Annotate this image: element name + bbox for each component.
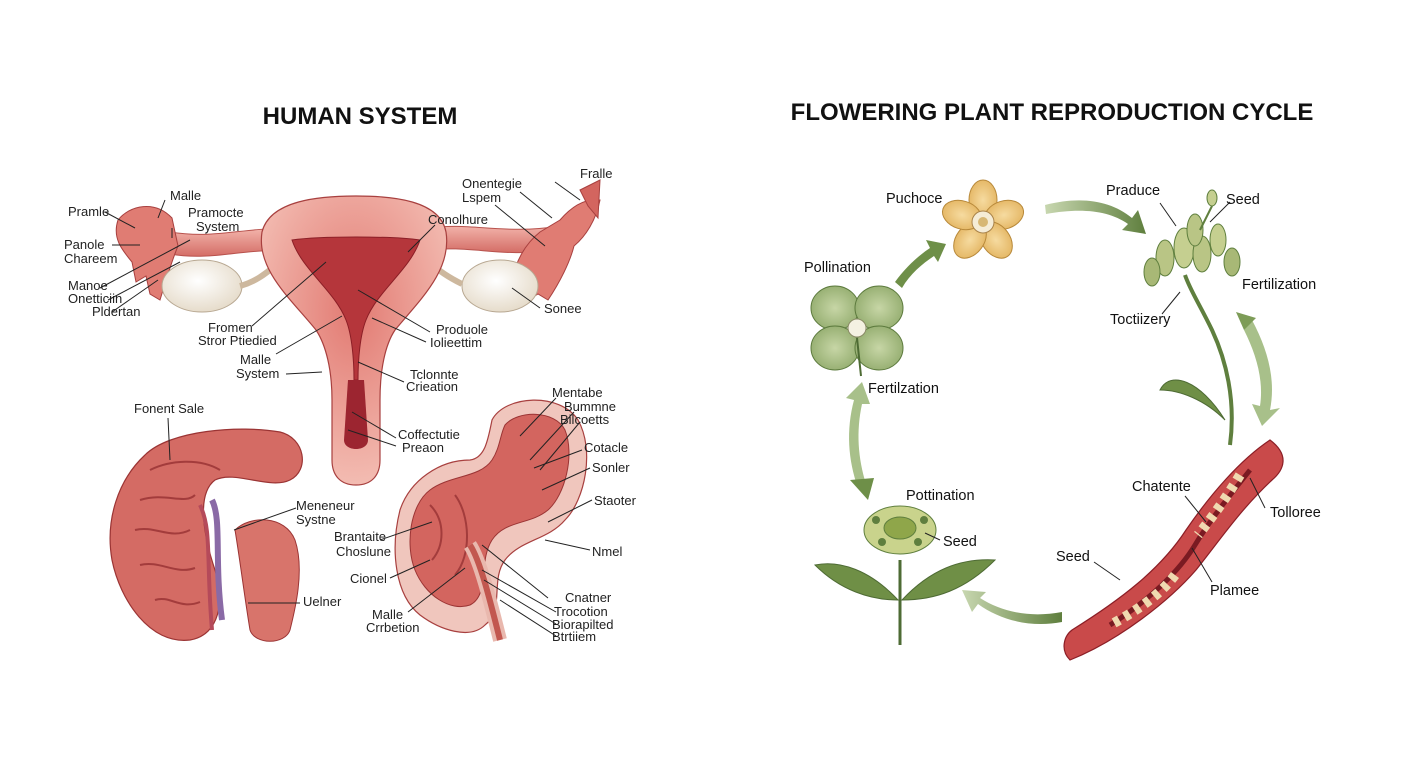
label-malle-system-line2: System: [236, 366, 279, 381]
label-fralle: Fralle: [580, 166, 613, 181]
arrow-top-left: [895, 240, 946, 288]
arrow-left: [846, 382, 870, 488]
label-pollination-left: Pollination: [804, 260, 871, 276]
label-mentabe-line1: Mentabe: [552, 385, 603, 400]
label-tclonnte-line1: Tclonnte: [410, 367, 458, 382]
label-praduce: Praduce: [1106, 183, 1160, 199]
plant-cycle-title: FLOWERING PLANT REPRODUCTION CYCLE: [791, 99, 1314, 126]
label-malle-bottom-line1: Malle: [372, 607, 403, 622]
label-conolhure: Conolhure: [428, 212, 488, 227]
label-cnatner-line4: Btrtiiem: [552, 629, 596, 644]
label-fertilization-right: Fertilization: [1242, 277, 1316, 293]
label-meneneur-line1: Meneneur: [296, 498, 355, 513]
label-pramocte-line1: Pramocte: [188, 205, 244, 220]
label-onentegie-line2: Lspem: [462, 190, 501, 205]
label-cionel: Cionel: [350, 571, 387, 586]
label-pramocte-line2: System: [196, 219, 239, 234]
label-brantaite-line2: Choslune: [336, 544, 391, 559]
label-fromen-line1: Fromen: [208, 320, 253, 335]
label-uelner: Uelner: [303, 594, 342, 609]
arrow-left-down: [850, 478, 874, 500]
label-toctiizery: Toctiizery: [1110, 312, 1171, 328]
plant-leader-lines: [924, 201, 1266, 583]
right-organ-illustration: [394, 399, 588, 642]
label-cnatner-line3: Biorapilted: [552, 617, 613, 632]
arrow-bottom: [962, 590, 1062, 624]
label-tclonnte-line2: Crieation: [406, 379, 458, 394]
label-malle-bottom-line2: Crrbetion: [366, 620, 419, 635]
label-nmel: Nmel: [592, 544, 622, 559]
label-staoter: Staoter: [594, 493, 637, 508]
label-cotacle: Cotacle: [584, 440, 628, 455]
label-malle-top: Malle: [170, 188, 201, 203]
label-meneneur-line2: Systne: [296, 512, 336, 527]
arrow-right-up: [1236, 312, 1256, 330]
arrow-right: [1244, 320, 1280, 426]
label-seed-mid: Seed: [943, 534, 977, 550]
label-produole-line2: Iolieettim: [430, 335, 482, 350]
label-sonee: Sonee: [544, 301, 582, 316]
human-leader-lines: [99, 181, 593, 637]
label-pramle: Pramle: [68, 204, 109, 219]
label-produole-line1: Produole: [436, 322, 488, 337]
uterus-illustration: [115, 179, 601, 486]
plant-cycle-panel: FLOWERING PLANT REPRODUCTION CYCLE: [791, 99, 1321, 661]
human-labels: Pramle Malle Pramocte System Panole Char…: [64, 166, 637, 644]
label-panole-line1: Panole: [64, 237, 104, 252]
label-manoe-line3: Pldertan: [92, 304, 140, 319]
label-tolloree: Tolloree: [1270, 505, 1321, 521]
label-cnatner-line1: Cnatner: [565, 590, 612, 605]
label-malle-system-line1: Malle: [240, 352, 271, 367]
label-seed-top: Seed: [1226, 192, 1260, 208]
plant-labels: Puchoce Praduce Seed Pollination Fertili…: [804, 183, 1321, 599]
label-manoe-line2: Onetticiin: [68, 291, 122, 306]
label-coffectutie-line1: Coffectutie: [398, 427, 460, 442]
label-pottination: Pottination: [906, 488, 975, 504]
label-seed-bottom: Seed: [1056, 549, 1090, 565]
label-manoe-line1: Manoe: [68, 278, 108, 293]
label-fonent-sale: Fonent Sale: [134, 401, 204, 416]
label-cnatner-line2: Trocotion: [554, 604, 608, 619]
label-onentegie-line1: Onentegie: [462, 176, 522, 191]
label-fromen-line2: Stror Ptiedied: [198, 333, 277, 348]
clover-flower: [810, 285, 904, 377]
seed-pod: [1063, 439, 1284, 661]
label-mentabe-line2: Bummne: [564, 399, 616, 414]
label-brantaite-line1: Brantaite: [334, 529, 386, 544]
label-panole-line2: Chareem: [64, 251, 117, 266]
label-chatente: Chatente: [1132, 479, 1191, 495]
label-plamee: Plamee: [1210, 583, 1259, 599]
cycle-arrows: [846, 200, 1280, 624]
yellow-flower: [941, 179, 1025, 259]
flower-buds-stem: [1143, 189, 1241, 446]
arrow-top: [1045, 200, 1146, 234]
label-mentabe-line3: Bilcoetts: [560, 412, 610, 427]
label-coffectutie-line2: Preaon: [402, 440, 444, 455]
label-puchoce: Puchoce: [886, 191, 942, 207]
human-system-panel: HUMAN SYSTEM: [64, 103, 637, 644]
bottom-flower: [813, 505, 997, 645]
human-system-title: HUMAN SYSTEM: [263, 103, 458, 130]
label-fertilzation-left: Fertilzation: [868, 381, 939, 397]
left-organ-illustration: [109, 428, 303, 642]
label-sonler: Sonler: [592, 460, 630, 475]
